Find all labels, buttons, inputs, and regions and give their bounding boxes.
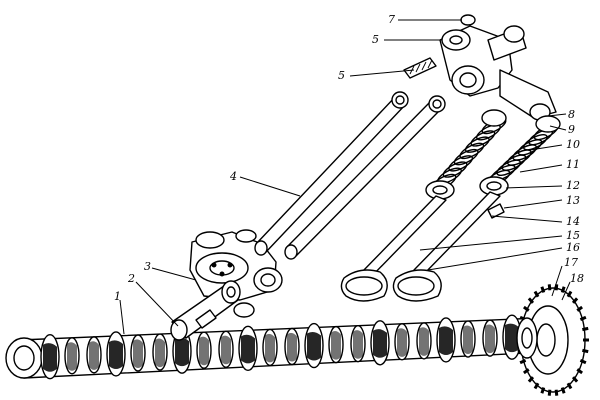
gear-tooth bbox=[522, 368, 530, 375]
camshaft-lobe-shade bbox=[155, 338, 165, 368]
spring-coil bbox=[506, 149, 532, 166]
callout-9: 9 bbox=[568, 123, 575, 136]
spring-coil bbox=[522, 133, 548, 151]
valve-springs bbox=[425, 109, 561, 200]
callout-7: 7 bbox=[388, 13, 395, 26]
camshaft-lobe-shade bbox=[307, 331, 321, 361]
camshaft-lobe-shade bbox=[89, 341, 99, 370]
camshaft-lobe-shade bbox=[419, 327, 429, 356]
camshaft-lobe-shade bbox=[265, 333, 275, 363]
gear-tooth bbox=[540, 387, 546, 394]
callout-12: 12 bbox=[566, 179, 580, 192]
spring-coil bbox=[476, 123, 501, 141]
callout-14: 14 bbox=[566, 215, 580, 228]
camshaft-lobe-shade bbox=[485, 324, 495, 354]
spring-coil bbox=[459, 142, 485, 160]
spring-coil bbox=[496, 159, 522, 177]
gear-tooth bbox=[533, 290, 540, 298]
gear-tooth bbox=[566, 290, 573, 298]
gear-tooth bbox=[571, 297, 579, 304]
spring-coil bbox=[464, 136, 490, 153]
callout-18: 18 bbox=[570, 272, 584, 285]
leader-lines bbox=[119, 19, 571, 335]
valves bbox=[340, 191, 505, 302]
callout-15: 15 bbox=[566, 229, 580, 242]
camshaft-lobe-shade bbox=[439, 326, 453, 355]
gear-tooth bbox=[527, 376, 535, 383]
rocker-arm-assembly bbox=[403, 14, 557, 121]
spring-coil bbox=[501, 154, 527, 171]
gear-tooth bbox=[579, 358, 587, 365]
spring-coil bbox=[448, 155, 474, 172]
gear-tooth bbox=[547, 284, 552, 291]
gear-tooth bbox=[554, 284, 559, 291]
spring-coil bbox=[517, 139, 543, 156]
tappet bbox=[170, 280, 241, 341]
gear-tooth bbox=[533, 382, 540, 390]
push-rods bbox=[254, 91, 446, 260]
spring-coil bbox=[512, 144, 538, 161]
callout-11: 11 bbox=[566, 158, 580, 171]
camshaft-lobe-shade bbox=[397, 328, 407, 357]
gear-tooth bbox=[527, 297, 535, 304]
gear-tooth bbox=[519, 358, 527, 365]
camshaft-lobe-shade bbox=[463, 325, 473, 355]
camshaft-lobe-shade bbox=[373, 329, 387, 358]
spring-coil bbox=[470, 130, 496, 147]
callout-5-upper: 5 bbox=[372, 33, 379, 46]
camshaft-lobe-shade bbox=[67, 342, 77, 371]
camshaft-lobe-shade bbox=[241, 334, 255, 364]
callout-17: 17 bbox=[564, 256, 578, 269]
camshaft-lobe-shade bbox=[43, 343, 57, 372]
camshaft-lobe-shade bbox=[331, 331, 341, 360]
callout-13: 13 bbox=[566, 194, 580, 207]
spring-coil bbox=[453, 148, 479, 166]
camshaft-lobe-shade bbox=[505, 323, 519, 353]
camshaft-lobe-shade bbox=[133, 339, 143, 369]
gear-tooth bbox=[571, 376, 579, 383]
camshaft-lobe-shade bbox=[353, 330, 363, 359]
gear-tooth bbox=[547, 389, 552, 396]
callout-10: 10 bbox=[566, 138, 580, 151]
gear-tooth bbox=[554, 389, 559, 396]
camshaft-lobe-shade bbox=[175, 337, 189, 367]
callout-labels: 1 2 3 4 5 5 7 8 9 10 11 12 13 14 15 16 1… bbox=[114, 13, 584, 303]
camshaft-lobe-shade bbox=[199, 336, 209, 366]
gear-tooth bbox=[582, 348, 589, 354]
callout-2: 2 bbox=[127, 272, 135, 285]
gear-tooth bbox=[560, 387, 566, 394]
camshaft-lobe-shade bbox=[109, 340, 123, 369]
gear-tooth bbox=[566, 382, 573, 390]
camshaft-lobe-shade bbox=[287, 332, 297, 362]
spring-coil bbox=[442, 161, 468, 178]
camshaft-lobe-shade bbox=[221, 335, 231, 365]
callout-5-lower: 5 bbox=[338, 69, 345, 82]
callout-4: 4 bbox=[229, 170, 237, 183]
gear-tooth bbox=[540, 286, 546, 293]
callout-8: 8 bbox=[568, 108, 575, 121]
gear-tooth bbox=[582, 326, 589, 332]
gear-tooth bbox=[576, 305, 584, 312]
gear-tooth bbox=[560, 286, 566, 293]
timing-gear bbox=[516, 284, 589, 396]
camshaft bbox=[5, 314, 549, 380]
gear-tooth bbox=[522, 305, 530, 312]
callout-16: 16 bbox=[566, 241, 580, 254]
callout-1: 1 bbox=[114, 290, 121, 303]
callout-3: 3 bbox=[144, 260, 151, 273]
gear-tooth bbox=[579, 315, 587, 322]
gear-tooth bbox=[576, 368, 584, 375]
